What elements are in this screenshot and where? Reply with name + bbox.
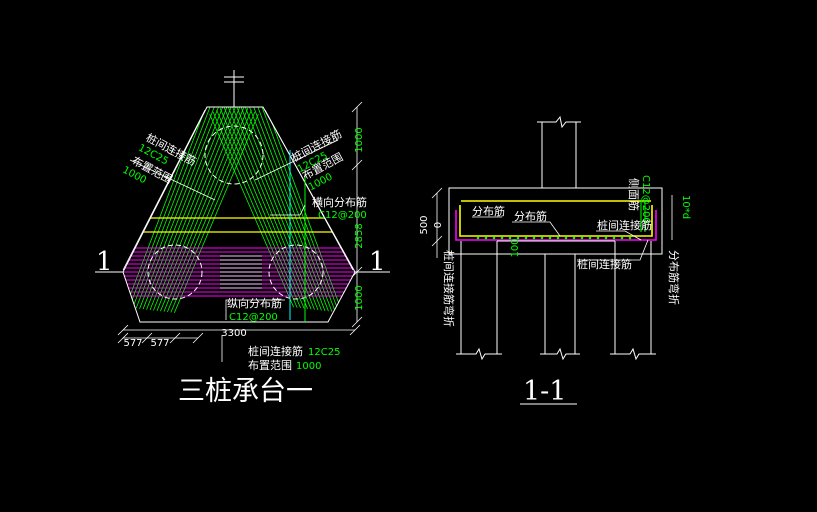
section-left-dimension [431, 187, 443, 258]
rebar-dot [548, 236, 552, 240]
rebar-line [254, 107, 340, 313]
rebar-dot [516, 236, 520, 240]
label-bottom-range-value: 1000 [296, 361, 321, 372]
rebar-line [149, 107, 235, 311]
section-1-1-view: 500 0 100 桩间连接筋弯折 分布筋弯折 10*d 侧面筋 C12@200… [419, 115, 691, 407]
rebar-dot [572, 236, 576, 240]
section-side-bar: 侧面筋 [627, 178, 641, 211]
section-dist-bend-vertical: 分布筋弯折 [667, 250, 681, 305]
pile-cap-plan-view: 1 1 1000 2858 1000 3300 577 577 [95, 70, 390, 407]
section-dim-500: 500 [419, 215, 430, 234]
section-dim-0: 0 [433, 222, 444, 228]
dim-bottom-total: 3300 [221, 328, 246, 339]
rebar-line [167, 109, 252, 313]
section-dist-bar-1: 分布筋 [472, 204, 505, 218]
rebar-dot [556, 236, 560, 240]
rebar-dot [492, 236, 496, 240]
dim-right-bottom: 1000 [354, 285, 365, 310]
rebar-dots [476, 236, 632, 240]
inner-bar-left [122, 109, 206, 271]
rebar-dot [604, 236, 608, 240]
rebar-dot [580, 236, 584, 240]
rebar-line [142, 107, 228, 310]
rebar-line [226, 107, 312, 310]
rebar-magenta-main [455, 210, 657, 241]
rebar-dot [620, 236, 624, 240]
label-transverse-spec: C12@200 [318, 210, 367, 221]
rebar-dot [596, 236, 600, 240]
rebar-dot [500, 236, 504, 240]
dim-bottom-seg-1: 577 [123, 338, 142, 349]
dim-bottom-seg-2: 577 [150, 338, 169, 349]
label-longitudinal-name: 纵向分布筋 [227, 296, 282, 310]
plan-title: 三桩承台一 [178, 376, 313, 407]
pile-bottom-right [268, 244, 324, 300]
rebar-line [128, 107, 214, 308]
rebar-dot [524, 236, 528, 240]
pile-bottom-left [147, 244, 203, 300]
rebar-line [244, 107, 329, 312]
section-marker-right: 1 [369, 247, 386, 277]
section-side-bar-spec: C12@200 [640, 175, 651, 224]
rebar-dot [532, 236, 536, 240]
rebar-dot [540, 236, 544, 240]
section-piles [456, 241, 656, 361]
rebar-line [240, 107, 326, 311]
rebar-line [216, 109, 301, 309]
rebar-dot [588, 236, 592, 240]
bottom-dimension-chain [117, 324, 361, 344]
section-dim-100: 100 [510, 238, 521, 257]
rebar-line [170, 111, 256, 313]
section-tie-bottom: 桩间连接筋 [577, 257, 632, 271]
dim-right-mid: 2858 [354, 223, 365, 248]
right-dimension-chain [351, 101, 363, 328]
column-above [537, 115, 581, 188]
section-marker-left: 1 [96, 247, 113, 277]
section-leaders [472, 216, 649, 261]
section-tie-bend-vertical: 桩间连接筋弯折 [442, 250, 456, 327]
label-bottom-tie-name: 桩间连接筋 [248, 344, 303, 358]
rebar-line [237, 107, 322, 311]
rebar-line [160, 107, 245, 312]
label-longitudinal-spec: C12@200 [229, 312, 278, 323]
rebar-dot [564, 236, 568, 240]
rebar-dot [484, 236, 488, 240]
rebar-line [146, 107, 231, 310]
label-transverse-name: 横向分布筋 [312, 195, 367, 209]
section-title: 1-1 [523, 376, 566, 407]
rebar-yellow-main [459, 205, 653, 237]
rebar-line [139, 107, 224, 309]
label-bottom-tie-spec: 12C25 [308, 347, 340, 358]
rebar-dot [628, 236, 632, 240]
section-tie-right: 桩间连接筋 [597, 218, 652, 232]
rebar-dot [476, 236, 480, 240]
inner-bar-right [264, 109, 354, 271]
label-bottom-range-name: 布置范围 [248, 358, 292, 372]
leader-lines [129, 139, 339, 362]
rebar-dot [508, 236, 512, 240]
rebar-line [212, 111, 298, 308]
rebar-line [251, 107, 336, 313]
section-cap-outline [448, 187, 663, 255]
section-dist-bar-2: 分布筋 [514, 209, 547, 223]
section-bend-length: 10*d [680, 195, 691, 219]
rebar-bands [123, 107, 355, 313]
rebar-line [233, 107, 319, 311]
rebar-line [209, 113, 295, 308]
rebar-line [223, 107, 308, 309]
rebar-dot [612, 236, 616, 240]
rebar-line [230, 107, 315, 310]
dim-right-top: 1000 [354, 127, 365, 152]
section-rebar [455, 200, 657, 242]
pile-top [204, 125, 264, 185]
